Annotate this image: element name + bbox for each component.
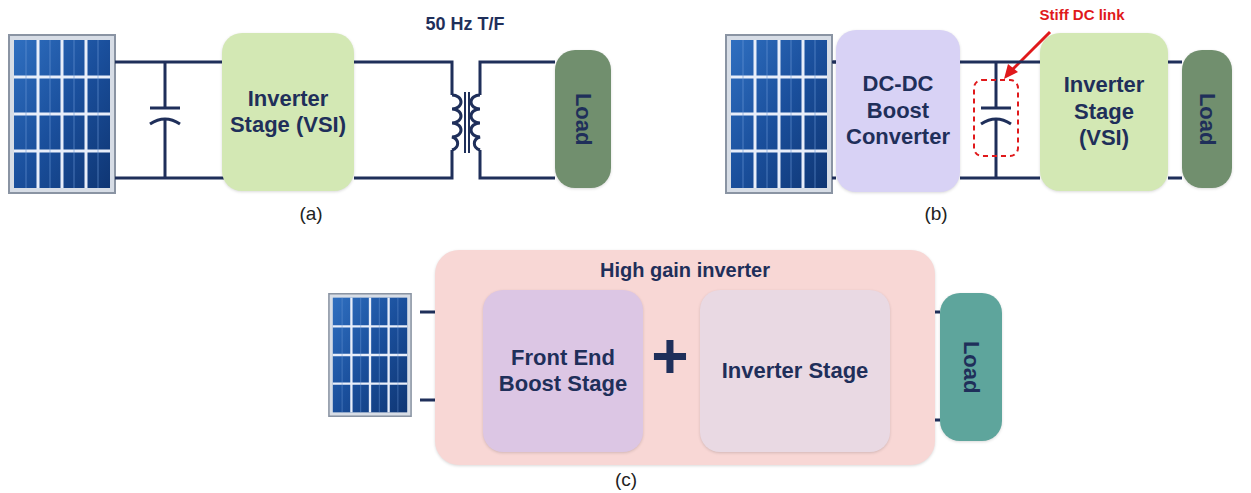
transformer-label: 50 Hz T/F — [425, 14, 504, 35]
box-label: Front End Boost Stage — [489, 345, 637, 398]
inverter-box: Inverter Stage (VSI) — [1040, 33, 1168, 191]
box-label: DC-DC Boost Converter — [842, 71, 954, 150]
boost-converter-box: DC-DC Boost Converter — [836, 30, 960, 192]
box-label: Inverter Stage — [722, 358, 869, 384]
wire-connector — [354, 62, 555, 178]
pv-panel — [9, 35, 115, 193]
inverter-box: Inverter Stage (VSI) — [222, 33, 354, 191]
inverter-stage-box: Inverter Stage — [700, 290, 890, 452]
box-label: Load — [958, 341, 984, 394]
panel-title: High gain inverter — [600, 258, 770, 282]
plus-sign: + — [651, 319, 688, 393]
wire-connector — [960, 62, 1040, 178]
pv-panel — [726, 35, 832, 193]
subfigure-label: (a) — [299, 203, 322, 225]
box-label: Load — [1194, 93, 1220, 146]
pv-panel — [329, 294, 411, 416]
load-box: Load — [555, 50, 611, 188]
box-label: Inverter Stage (VSI) — [1046, 72, 1162, 151]
load-box: Load — [940, 293, 1002, 441]
front-end-boost-box: Front End Boost Stage — [483, 290, 643, 452]
box-label: Inverter Stage (VSI) — [228, 86, 348, 139]
subfigure-label: (c) — [615, 469, 637, 491]
callout-label: Stiff DC link — [1040, 6, 1125, 23]
subfigure-label: (b) — [924, 203, 947, 225]
wire-connector — [1168, 62, 1182, 178]
box-label: Load — [570, 93, 596, 146]
load-box: Load — [1182, 50, 1232, 188]
